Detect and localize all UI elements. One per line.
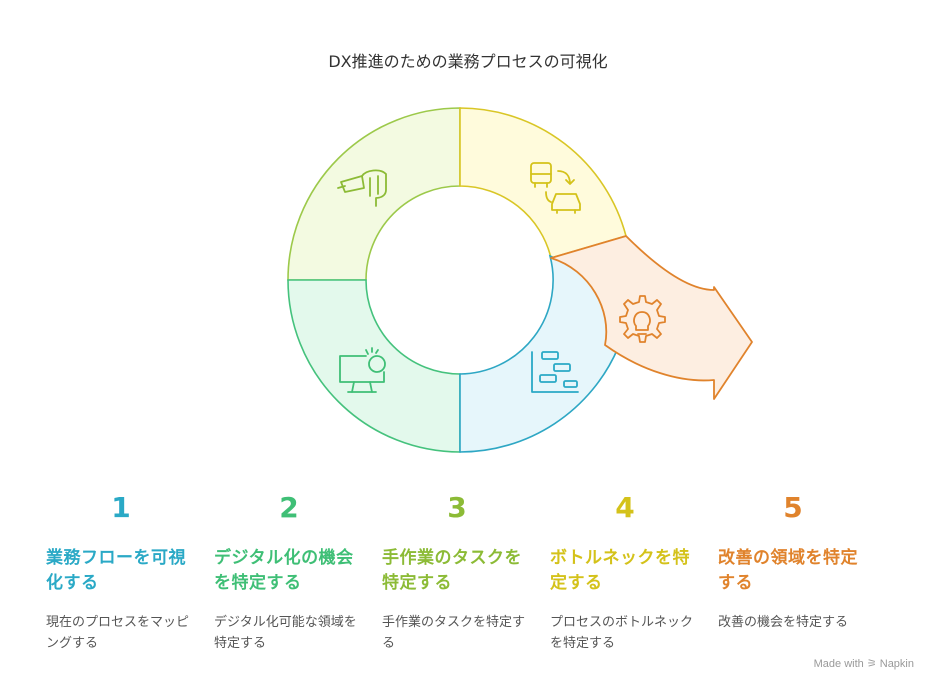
gantt-chart-icon — [531, 351, 579, 393]
step-2: 2 デジタル化の機会を特定する デジタル化可能な領域を特定する — [214, 488, 364, 654]
step-heading: ボトルネックを特定する — [550, 548, 690, 593]
step-heading: デジタル化の機会を特定する — [214, 548, 354, 593]
segment-digitalization — [287, 107, 461, 281]
step-5: 5 改善の領域を特定する 改善の機会を特定する — [718, 488, 868, 633]
napkin-branding[interactable]: Made with ⚞ Napkin — [813, 658, 914, 670]
segment-visualize-flow — [287, 279, 461, 453]
step-description: デジタル化可能な領域を特定する — [214, 615, 357, 651]
step-number: 4 — [615, 491, 635, 524]
step-description: 手作業のタスクを特定する — [382, 615, 526, 651]
step-number: 5 — [783, 491, 803, 524]
step-description: プロセスのボトルネックを特定する — [550, 615, 694, 651]
step-heading: 業務フローを可視化する — [46, 548, 186, 593]
step-3: 3 手作業のタスクを特定する 手作業のタスクを特定する — [382, 488, 532, 654]
step-number: 3 — [447, 491, 467, 524]
hand-pen-icon — [337, 169, 387, 207]
step-description: 改善の機会を特定する — [718, 615, 849, 630]
step-number: 2 — [279, 491, 299, 524]
gear-bulb-icon — [619, 295, 666, 343]
step-4: 4 ボトルネックを特定する プロセスのボトルネックを特定する — [550, 488, 700, 654]
cycle-diagram — [287, 107, 753, 453]
step-heading: 改善の領域を特定する — [718, 548, 858, 593]
step-number: 1 — [111, 491, 131, 524]
step-description: 現在のプロセスをマッピングする — [46, 615, 190, 651]
diagram-title: DX推進のための業務プロセスの可視化 — [328, 52, 608, 71]
computer-click-icon — [339, 347, 386, 393]
step-1: 1 業務フローを可視化する 現在のプロセスをマッピングする — [46, 488, 196, 654]
step-heading: 手作業のタスクを特定する — [382, 548, 522, 593]
segment-improvement-arrow — [550, 235, 753, 400]
transport-swap-icon — [530, 162, 581, 214]
